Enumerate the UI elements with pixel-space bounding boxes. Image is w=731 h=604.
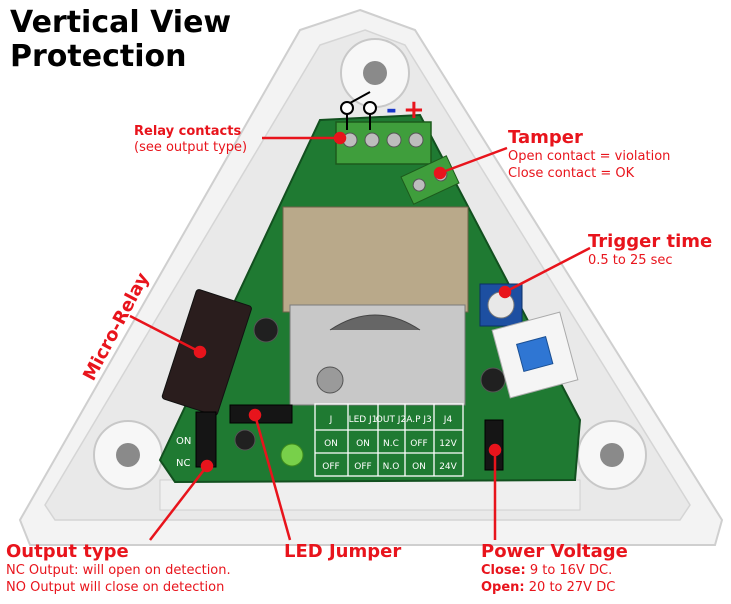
table-cell: OFF — [410, 439, 427, 449]
output-jumper — [195, 411, 217, 468]
power-voltage-close: Close: 9 to 16V DC. — [481, 562, 628, 579]
capacitor — [234, 429, 256, 451]
capacitor — [480, 367, 506, 393]
table-header: J — [329, 415, 333, 425]
polarity-plus: + — [403, 95, 425, 125]
relay-contacts-title: Relay contacts — [134, 124, 242, 139]
close-value: 9 to 16V DC. — [529, 563, 613, 578]
title-line-1: Vertical View — [10, 5, 232, 40]
trigger-time-title: Trigger time — [588, 231, 713, 252]
power-voltage-label: Power Voltage Close: 9 to 16V DC. Open: … — [481, 542, 628, 596]
table-cell: 24V — [439, 462, 457, 472]
page-title: Vertical View Protection — [10, 6, 231, 74]
silkscreen-table — [314, 403, 464, 477]
silkscreen-table-text: J LED J1 OUT J2 A.P J3 J4 ON ON N.C OFF … — [322, 415, 457, 472]
metal-shield — [282, 206, 469, 406]
table-cell: N.O — [383, 462, 400, 472]
close-key: Close: — [481, 563, 526, 578]
table-cell: N.C — [383, 439, 399, 449]
table-cell: ON — [412, 462, 426, 472]
open-value: 20 to 27V DC — [528, 580, 616, 595]
table-cell: 12V — [439, 439, 457, 449]
title-line-2: Protection — [10, 39, 187, 74]
polarity-minus: - — [386, 95, 397, 125]
table-cell: ON — [356, 439, 370, 449]
output-type-label: Output type NC Output: will open on dete… — [6, 542, 231, 596]
led-jumper-label: LED Jumper — [284, 541, 402, 562]
micro-relay — [161, 289, 252, 416]
housing-base — [159, 479, 581, 511]
led — [280, 443, 304, 467]
relay-contacts-label: Relay contacts (see output type) — [134, 124, 247, 156]
table-cell: OFF — [354, 462, 371, 472]
tamper-switch — [491, 311, 579, 399]
trigger-time-sub: 0.5 to 25 sec — [588, 253, 673, 268]
silkscreen-on: ON — [176, 436, 191, 447]
relay-contacts-sub: (see output type) — [134, 140, 248, 155]
output-type-title: Output type — [6, 541, 129, 562]
output-type-line-2: NO Output will close on detection — [6, 580, 225, 595]
silkscreen-nc: NC — [176, 458, 190, 469]
switch-symbol — [340, 91, 377, 130]
open-key: Open: — [481, 580, 525, 595]
table-header: J4 — [443, 415, 453, 425]
tamper-line-1: Open contact = violation — [508, 149, 671, 164]
callout-lines — [129, 131, 591, 541]
capacitor — [253, 317, 279, 343]
table-header: A.P J3 — [406, 415, 432, 425]
tamper-line-2: Close contact = OK — [508, 166, 635, 181]
tamper-label: Tamper Open contact = violation Close co… — [508, 128, 670, 182]
tamper-title: Tamper — [508, 127, 583, 148]
silkscreen-jumper-text: ON NC — [176, 436, 191, 469]
table-header: OUT J2 — [376, 415, 406, 425]
relay-terminal-block — [335, 121, 432, 165]
table-cell: OFF — [322, 462, 339, 472]
table-header: LED J1 — [349, 415, 378, 425]
mounting-hole-left — [93, 420, 163, 490]
power-voltage-open: Open: 20 to 27V DC — [481, 579, 628, 596]
mounting-hole-top — [340, 38, 410, 108]
power-voltage-title: Power Voltage — [481, 541, 628, 562]
trigger-time-label: Trigger time 0.5 to 25 sec — [588, 232, 712, 269]
mounting-hole-right — [577, 420, 647, 490]
output-type-line-1: NC Output: will open on detection. — [6, 563, 231, 578]
table-cell: ON — [324, 439, 338, 449]
